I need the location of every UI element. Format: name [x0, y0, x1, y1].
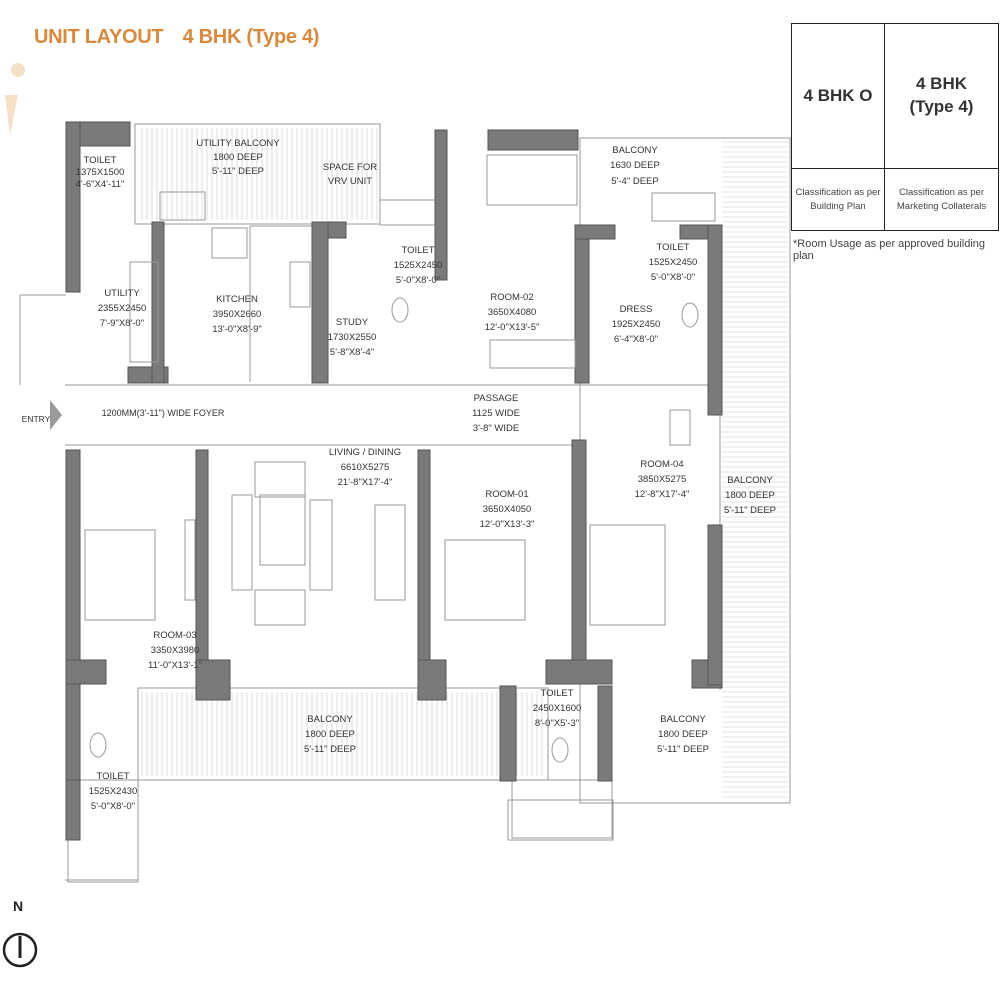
wall [499, 685, 517, 782]
wall [574, 224, 616, 240]
wall [65, 779, 81, 841]
wall [417, 449, 431, 687]
wall [311, 221, 329, 384]
armchairs-bottom [254, 589, 306, 626]
coffee-table [259, 494, 306, 566]
wall [707, 524, 723, 686]
wc-toilet5 [89, 732, 107, 758]
classification-table: 4 BHK O 4 BHK (Type 4) Classification as… [791, 23, 999, 231]
room-usage-note: *Room Usage as per approved building pla… [793, 238, 986, 262]
title-unit-layout: UNIT LAYOUT [34, 26, 164, 48]
wall [195, 659, 231, 701]
title-type: 4 BHK (Type 4) [182, 26, 320, 48]
decorative-dot [11, 63, 25, 77]
wall [574, 224, 590, 384]
wc-toilet4 [551, 737, 569, 763]
wall [65, 659, 107, 685]
balcony-hatching [141, 128, 788, 798]
north-label: N [13, 898, 24, 914]
classification-building-plan-value: 4 BHK O [792, 24, 885, 169]
wall [597, 685, 613, 782]
classification-building-plan-caption: Classification as per Building Plan [792, 169, 885, 230]
wc-toilet3 [681, 302, 699, 328]
north-compass: N [2, 898, 42, 978]
wall [487, 129, 579, 151]
bed-room04 [589, 524, 666, 626]
sofa [309, 499, 333, 591]
classification-marketing-value: 4 BHK (Type 4) [885, 24, 998, 169]
furniture [84, 154, 699, 763]
wc-toilet2 [391, 297, 409, 323]
wardrobe-room02 [489, 339, 576, 369]
wall [545, 659, 613, 685]
entry-arrow-icon [50, 400, 62, 430]
classification-marketing-caption: Classification as per Marketing Collater… [896, 187, 987, 212]
thin-lines [19, 191, 721, 881]
wall [65, 449, 81, 811]
compass-icon [2, 932, 38, 968]
wall [707, 224, 723, 416]
walls [65, 121, 723, 841]
utility-counter [129, 261, 159, 363]
armchairs-top [254, 461, 306, 498]
sofa-left [231, 494, 253, 591]
label-entry: ENTRY [22, 414, 51, 424]
kitchen-hob [289, 261, 311, 308]
dress-unit [669, 409, 691, 446]
wall [571, 439, 587, 661]
bed-room02 [486, 154, 578, 206]
kitchen-sink [211, 227, 248, 259]
wall [65, 121, 81, 293]
label-foyer: 1200MM(3'-11") WIDE FOYER [102, 408, 225, 418]
decorative-mark [5, 95, 18, 135]
wall [79, 121, 131, 147]
page-title: UNIT LAYOUT 4 BHK (Type 4) [34, 26, 333, 49]
bed-room03 [84, 529, 156, 621]
wall [417, 659, 447, 701]
wall [434, 129, 448, 281]
dining-table [374, 504, 406, 601]
bed-room01 [444, 539, 526, 621]
tv-unit-room03 [184, 519, 196, 601]
